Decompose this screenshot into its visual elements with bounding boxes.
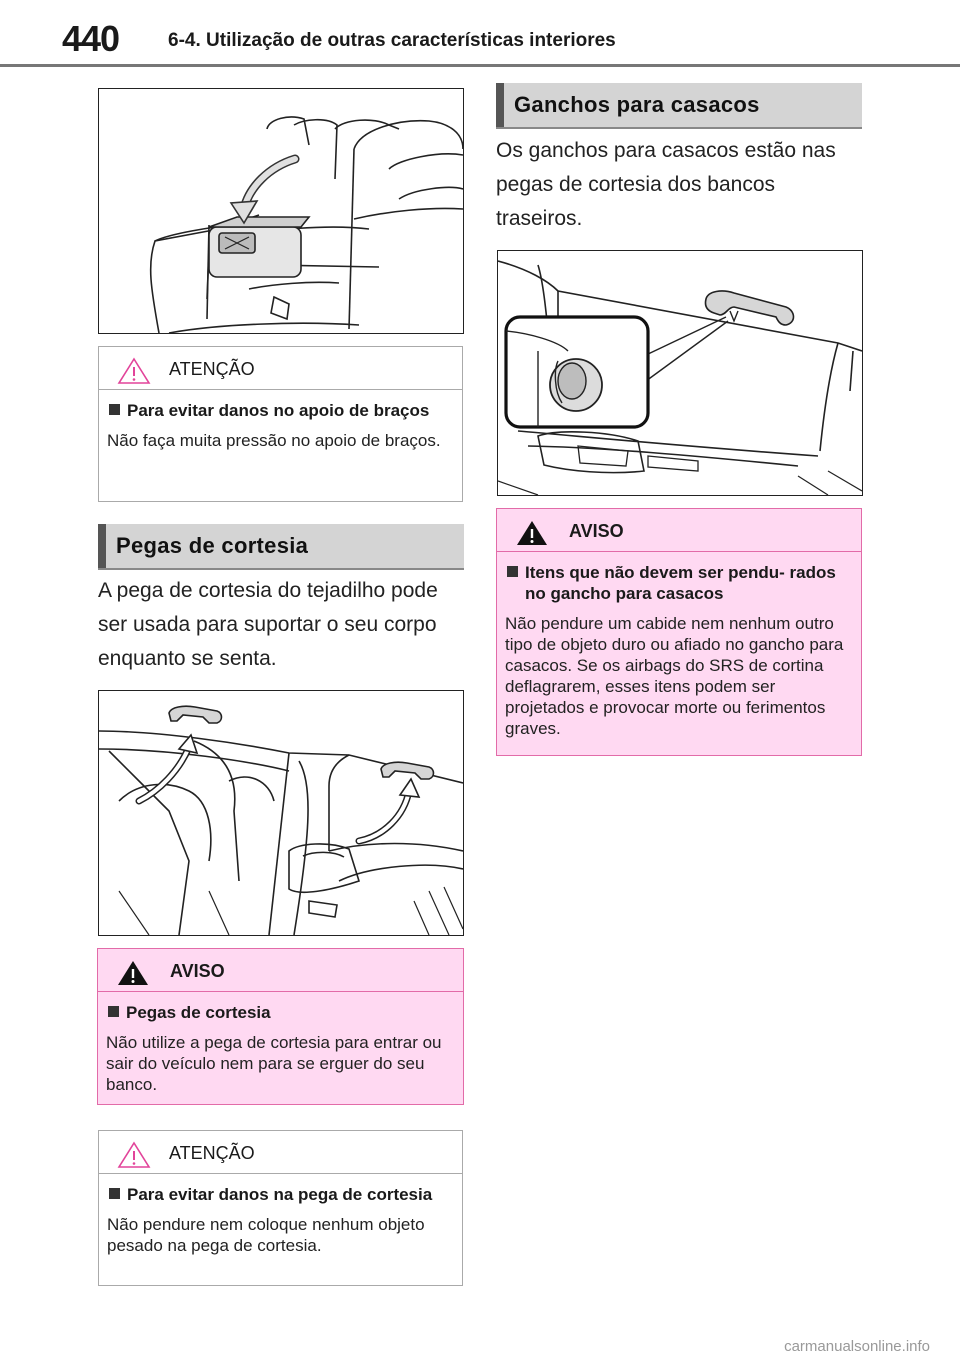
- page-number: 440: [62, 18, 120, 59]
- warning-triangle-icon: [117, 357, 151, 384]
- header-divider: [0, 64, 960, 67]
- warning-triangle-icon: [118, 961, 148, 985]
- pegas-body-text: A pega de cortesia do tejadilho pode ser…: [98, 579, 438, 670]
- warning-triangle-icon: [517, 521, 547, 545]
- warning-header: AVISO: [98, 949, 463, 992]
- warning-triangle-icon: [117, 1141, 151, 1168]
- warning-subheading: Itens que não devem ser pendu- rados no …: [505, 562, 853, 604]
- attention-label: ATENÇÃO: [169, 359, 255, 379]
- bullet-square-icon: [507, 566, 518, 577]
- warning-label: AVISO: [569, 521, 624, 541]
- coat-hook-illustration: [497, 250, 863, 496]
- armrest-illustration: [98, 88, 464, 334]
- chapter-title: 6-4. Utilização de outras característica…: [168, 30, 616, 51]
- bullet-square-icon: [109, 1188, 120, 1199]
- attention-subheading: Para evitar danos no apoio de braços: [107, 400, 454, 421]
- section-heading-ganchos: Ganchos para casacos: [496, 83, 862, 129]
- section-heading-pegas: Pegas de cortesia: [98, 524, 464, 570]
- attention-header: ATENÇÃO: [99, 1131, 462, 1174]
- ganchos-body-text: Os ganchos para casacos estão nas pegas …: [496, 139, 836, 230]
- attention-subheading: Para evitar danos na pega de cortesia: [107, 1184, 454, 1205]
- footer-watermark: carmanualsonline.info: [784, 1338, 930, 1355]
- attention-box-grip: ATENÇÃO Para evitar danos na pega de cor…: [98, 1130, 463, 1286]
- attention-box-armrest: ATENÇÃO Para evitar danos no apoio de br…: [98, 346, 463, 502]
- attention-text: Não faça muita pressão no apoio de braço…: [107, 431, 441, 450]
- bullet-square-icon: [108, 1006, 119, 1017]
- warning-label: AVISO: [170, 961, 225, 981]
- warning-text: Não utilize a pega de cortesia para entr…: [106, 1033, 442, 1094]
- bullet-square-icon: [109, 404, 120, 415]
- attention-text: Não pendure nem coloque nenhum objeto pe…: [107, 1215, 425, 1255]
- warning-subheading: Pegas de cortesia: [106, 1002, 455, 1023]
- warning-box-pegas: AVISO Pegas de cortesia Não utilize a pe…: [97, 948, 464, 1105]
- attention-header: ATENÇÃO: [99, 347, 462, 390]
- attention-label: ATENÇÃO: [169, 1143, 255, 1163]
- assist-grip-illustration: [98, 690, 464, 936]
- warning-box-ganchos: AVISO Itens que não devem ser pendu- rad…: [496, 508, 862, 756]
- warning-text: Não pendure um cabide nem nenhum outro t…: [505, 614, 844, 738]
- warning-header: AVISO: [497, 509, 861, 552]
